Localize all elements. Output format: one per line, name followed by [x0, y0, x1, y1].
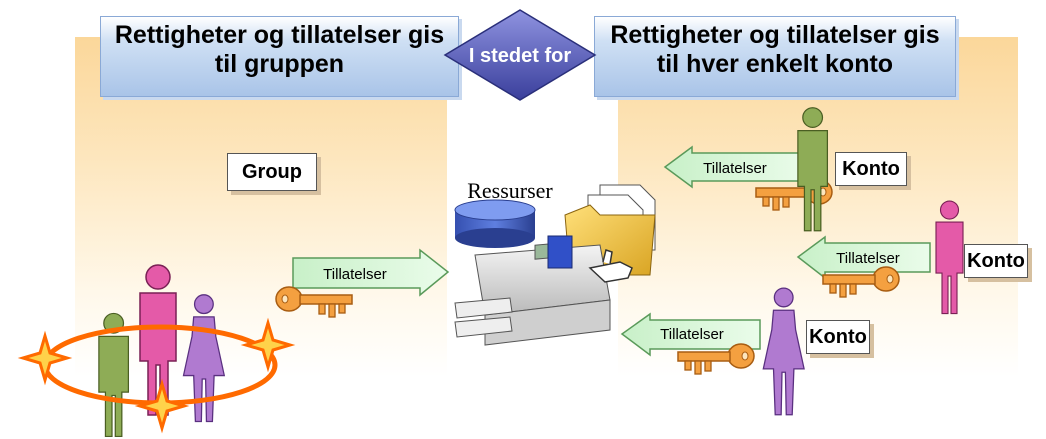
database-icon [454, 199, 536, 248]
account-permission-2-label: Tillatelser [836, 250, 900, 267]
person-pink-icon [935, 200, 964, 315]
group-label: Group [242, 160, 302, 183]
group-title-line2: til gruppen [214, 50, 345, 78]
group-title-line1: Rettigheter og tillatelser gis [114, 21, 445, 49]
account-permission-2: Tillatelser [796, 235, 931, 298]
group-permission: Tillatelser [275, 248, 450, 318]
accounts-title-box: Rettigheter og tillatelser gis til hver … [594, 16, 956, 97]
instead-of-text: I stedet for [469, 45, 571, 67]
account-label-2: Konto [967, 249, 1025, 272]
accounts-title-line2: til hver enkelt konto [656, 50, 894, 78]
sparkle-icon [244, 321, 292, 369]
account-permission-3: Tillatelser [620, 312, 761, 375]
printer-icon [454, 235, 611, 346]
account-permission-1-label: Tillatelser [703, 160, 767, 177]
instead-of-diamond: I stedet for [443, 9, 597, 101]
account-label-1: Konto [842, 157, 900, 180]
group-title-box: Rettigheter og tillatelser gis til grupp… [100, 16, 459, 97]
accounts-title-line1: Rettigheter og tillatelser gis [610, 21, 940, 49]
account-label-box-2: Konto [964, 244, 1028, 278]
resources-illustration: Ressurser [454, 178, 656, 346]
account-label-box-1: Konto [835, 152, 907, 186]
sparkle-icon [21, 334, 69, 382]
hand-pointer-icon [588, 249, 633, 283]
key-icon [275, 286, 353, 318]
group-permission-label: Tillatelser [323, 266, 387, 283]
group-label-box: Group [227, 153, 317, 191]
group-people [21, 264, 292, 438]
account-label-3: Konto [809, 325, 867, 348]
resources-label: Ressurser [467, 178, 553, 203]
account-label-box-3: Konto [806, 320, 870, 354]
account-permission-3-label: Tillatelser [660, 326, 724, 343]
sparkle-icon [138, 382, 186, 430]
person-green-icon [797, 107, 829, 232]
person-purple-icon [762, 287, 805, 416]
